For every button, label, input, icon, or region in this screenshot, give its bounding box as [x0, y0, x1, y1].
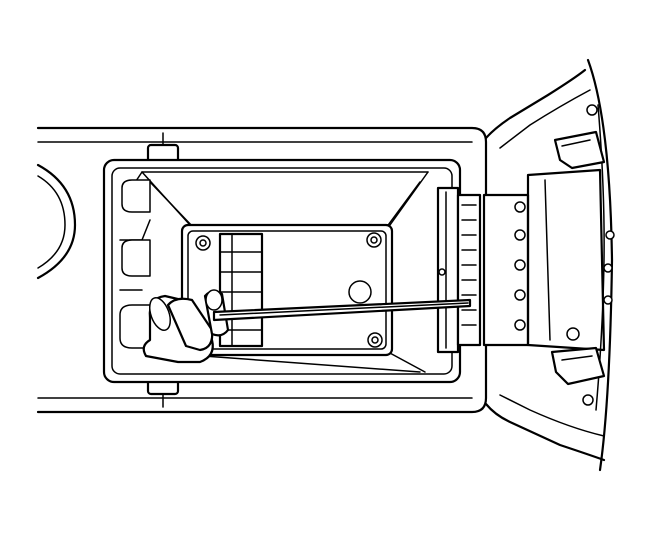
seat-bolt [566, 104, 598, 406]
electrical-connector [142, 289, 230, 364]
seat-trim [484, 58, 615, 472]
pick-tool [212, 298, 472, 322]
latch-assembly [436, 186, 530, 354]
